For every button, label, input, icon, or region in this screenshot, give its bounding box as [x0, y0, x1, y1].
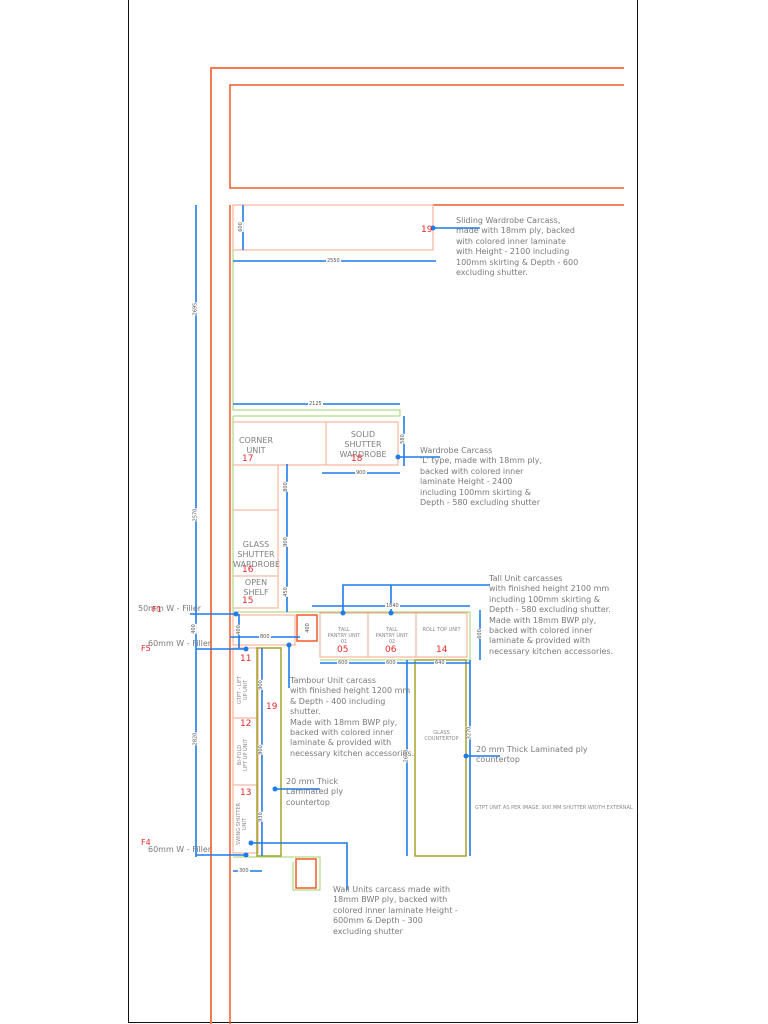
- leader-dot: [243, 852, 249, 858]
- unit-number-14: 14: [436, 645, 448, 655]
- leader-dot: [286, 642, 292, 648]
- dim-800-a: 800: [282, 482, 289, 492]
- filler-f5-tag: F5: [141, 644, 151, 653]
- leader-dot: [233, 611, 239, 617]
- roll-top-unit-label: ROLL TOP UNIT: [422, 627, 461, 633]
- dim-2125: 2125: [308, 401, 323, 407]
- solid-shutter-wardrobe-label: SOLID SHUTTER WARDROBE: [339, 430, 387, 459]
- unit-number-12: 12: [240, 719, 252, 729]
- dim-300: 300: [238, 868, 250, 874]
- window-frame: [229, 84, 624, 189]
- leader-dot: [463, 753, 469, 759]
- leader-dot: [248, 840, 254, 846]
- dim-400-a: 400: [190, 624, 197, 634]
- dim-900-wardrobe: 900: [355, 470, 367, 476]
- bifold-lift-up-unit-label: BI-FOLD LIFT UP UNIT: [237, 739, 249, 771]
- note-countertop-right: 20 mm Thick Laminated ply countertop: [476, 745, 588, 765]
- dim-2570: 2570: [192, 508, 199, 522]
- unit-number-15: 15: [242, 596, 254, 606]
- sliding-wardrobe-outline: [232, 204, 434, 251]
- dim-640: 640: [434, 660, 446, 666]
- swing-shutter-unit-label: SWING SHUTTER UNIT: [236, 802, 248, 846]
- counter-19-outline: [256, 647, 282, 857]
- tall-pantry-unit-01-label: TALL PANTRY UNIT 01: [327, 627, 361, 645]
- tall-unit-small-box: [296, 614, 318, 642]
- leader-dot: [340, 610, 346, 616]
- glass-shutter-wardrobe-label: GLASS SHUTTER WARDROBE: [233, 540, 281, 569]
- leader-tall-unit: [342, 584, 490, 613]
- tall-pantry-unit-02-label: TALL PANTRY UNIT 02: [375, 627, 409, 645]
- dim-900-unit-11: 900: [257, 680, 264, 690]
- dim-580: 580: [399, 434, 406, 444]
- note-countertop-left: 20 mm Thick Laminated ply countertop: [286, 777, 344, 807]
- drawing-sheet: [128, 0, 638, 1023]
- roll-top-unit-outline: [415, 612, 468, 658]
- dim-450: 450: [282, 587, 289, 597]
- unit-number-16: 16: [242, 565, 254, 575]
- open-shelf-label: OPEN SHELF: [243, 578, 269, 597]
- green-outline-shelf: [232, 416, 300, 613]
- filler-f1-tag: F1: [152, 605, 162, 614]
- unit-number-19-top: 19: [421, 225, 433, 235]
- leader-dot: [395, 454, 401, 460]
- unit-number-05: 05: [337, 645, 349, 655]
- note-tambour-unit: Tambour Unit carcass with finished heigh…: [290, 676, 415, 758]
- note-wall-units: Wall Units carcass made with 18mm BWP pl…: [333, 885, 458, 936]
- leader-dot: [430, 225, 436, 231]
- green-outline-bottom: [233, 856, 321, 891]
- dim-600-tall: 600: [476, 629, 483, 639]
- dim-2695: 2695: [192, 302, 199, 316]
- unit-number-17: 17: [242, 454, 254, 464]
- glass-countertop-outline: [414, 659, 467, 857]
- dim-400-c: 400: [304, 623, 311, 633]
- unit-number-13: 13: [240, 788, 252, 798]
- glass-countertop-label: GLASS COUNTERTOP: [424, 730, 459, 742]
- dim-400-b: 400: [235, 625, 242, 635]
- note-wardrobe-carcass: Wardrobe Carcass 'L' type, made with 18m…: [420, 446, 542, 508]
- unit-number-18: 18: [351, 454, 363, 464]
- unit-number-11: 11: [240, 654, 252, 664]
- note-tall-unit: Tall Unit carcasses with finished height…: [489, 574, 614, 656]
- dim-3270: 3270: [466, 726, 473, 740]
- dim-1840: 1840: [385, 603, 400, 609]
- dim-600-pantry-1: 600: [337, 660, 349, 666]
- filler-f4-tag: F4: [141, 838, 151, 847]
- leader-dot: [272, 786, 278, 792]
- wall-unit-box: [295, 858, 317, 889]
- gtpt-lift-up-unit-label: GTPT - LIFT UP UNIT: [237, 676, 249, 704]
- leader-dot: [243, 646, 249, 652]
- note-gtpt: GTPT UNIT AS PER IMAGE, 900 MM SHUTTER W…: [475, 805, 633, 811]
- filler-f5-text: 60mm W - Filler: [148, 639, 212, 648]
- solid-shutter-wardrobe-outline: [325, 421, 399, 466]
- tambour-unit-outline: [232, 614, 296, 646]
- dim-600-top: 600: [237, 222, 244, 232]
- corner-unit-label: CORNER UNIT: [238, 436, 274, 455]
- note-sliding-wardrobe: Sliding Wardrobe Carcass, made with 18mm…: [456, 216, 579, 278]
- leader-dot: [388, 610, 394, 616]
- dim-2550: 2550: [326, 258, 341, 264]
- dim-900-unit-12: 900: [257, 745, 264, 755]
- outer-wall-line: [210, 67, 624, 1024]
- leader-wall-units: [251, 842, 348, 890]
- dim-800-tambour: 800: [259, 634, 271, 640]
- unit-number-06: 06: [385, 645, 397, 655]
- dim-2820: 2820: [192, 732, 199, 746]
- filler-f1-text: 50mm W - Filler: [138, 604, 202, 613]
- filler-f4-text: 60mm W - Filler: [148, 845, 212, 854]
- dim-930: 930: [257, 812, 264, 822]
- unit-number-19-counter: 19: [266, 702, 278, 712]
- dim-600-pantry-2: 600: [385, 660, 397, 666]
- dim-900-b: 900: [282, 537, 289, 547]
- green-outline-wardrobe: [232, 250, 401, 417]
